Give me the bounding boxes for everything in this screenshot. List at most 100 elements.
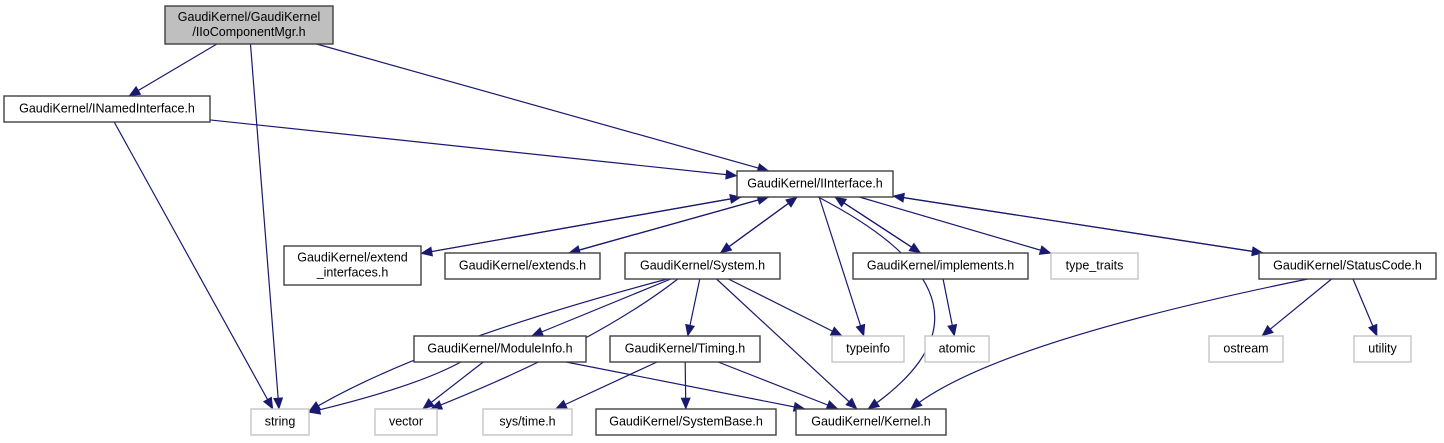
node-label: ostream [1223, 341, 1268, 355]
node-box[interactable] [831, 335, 905, 363]
edge-arrowhead [273, 397, 284, 410]
node-box[interactable] [374, 408, 438, 436]
edge-line [834, 196, 921, 254]
node-atomic[interactable]: atomic [924, 335, 990, 363]
node-box[interactable] [164, 5, 334, 45]
node-utility[interactable]: utility [1353, 335, 1412, 363]
edge-arrowhead [855, 323, 866, 337]
node-inamed[interactable]: GaudiKernel/INamedInterface.h [3, 95, 211, 123]
edge-timing-to-systembase [680, 361, 691, 410]
node-box[interactable] [1050, 252, 1139, 280]
edge-line [719, 196, 798, 254]
node-system[interactable]: GaudiKernel/System.h [624, 252, 781, 280]
edge-layer [113, 43, 1378, 415]
node-box[interactable] [3, 95, 211, 123]
node-box[interactable] [482, 408, 573, 436]
edge-line [818, 196, 865, 337]
edge-arrowhead [725, 169, 738, 180]
node-kernel[interactable]: GaudiKernel/Kernel.h [795, 408, 947, 436]
node-box[interactable] [1353, 335, 1412, 363]
edge-arrowhead [867, 398, 881, 410]
edge-line [817, 196, 936, 410]
node-implements[interactable]: GaudiKernel/implements.h [852, 252, 1029, 280]
node-box[interactable] [413, 335, 587, 363]
edge-line [316, 43, 769, 172]
node-box[interactable] [1258, 252, 1437, 280]
node-box[interactable] [924, 335, 990, 363]
node-box[interactable] [795, 408, 947, 436]
edge-timing-to-systime [554, 361, 658, 410]
edge-line [717, 361, 839, 410]
node-string[interactable]: string [250, 408, 310, 436]
edge-extendif-to-iinterface [420, 193, 742, 255]
node-box[interactable] [444, 252, 601, 280]
node-label: vector [389, 414, 423, 428]
node-box[interactable] [624, 252, 781, 280]
node-box[interactable] [852, 252, 1029, 280]
node-layer: GaudiKernel/GaudiKernel/IIoComponentMgr.… [3, 5, 1437, 436]
edge-line [892, 195, 1264, 254]
edge-arrowhead [685, 323, 696, 337]
edge-arrowhead [680, 397, 691, 410]
node-vector[interactable]: vector [374, 408, 438, 436]
node-systembase[interactable]: GaudiKernel/SystemBase.h [595, 408, 777, 436]
node-label: GaudiKernel/extend [297, 250, 408, 264]
node-typeinfo[interactable]: typeinfo [831, 335, 905, 363]
node-label: _interfaces.h [316, 265, 389, 279]
node-label: atomic [939, 341, 976, 355]
node-extends[interactable]: GaudiKernel/extends.h [444, 252, 601, 280]
edge-arrowhead [1367, 323, 1378, 337]
edge-moduleinfo-to-vector [422, 361, 484, 410]
edge-statuscode-to-kernel [910, 278, 1308, 410]
edge-line [859, 196, 1052, 254]
node-box[interactable] [283, 245, 422, 286]
edge-system-to-typeinfo [728, 278, 843, 337]
edge-line [113, 121, 274, 410]
node-extendif[interactable]: GaudiKernel/extend_interfaces.h [283, 245, 422, 286]
node-type-traits[interactable]: type_traits [1050, 252, 1139, 280]
node-label: string [265, 414, 296, 428]
edge-line [128, 43, 218, 97]
node-statuscode[interactable]: GaudiKernel/StatusCode.h [1258, 252, 1437, 280]
edge-system-to-kernel [716, 278, 858, 410]
edge-iinterface-to-kernel [817, 196, 936, 410]
node-box[interactable] [609, 335, 761, 363]
node-label: GaudiKernel/INamedInterface.h [19, 101, 195, 115]
node-label: GaudiKernel/implements.h [867, 258, 1014, 272]
node-label: type_traits [1066, 258, 1124, 272]
edge-root-to-string [249, 43, 284, 410]
edge-iinterface-to-type-traits [859, 196, 1052, 255]
edge-inamed-to-string [113, 121, 274, 410]
edge-system-to-timing [685, 278, 701, 337]
node-label: GaudiKernel/Timing.h [625, 341, 745, 355]
edge-line [716, 278, 858, 410]
edge-arrowhead [845, 397, 858, 410]
node-box[interactable] [250, 408, 310, 436]
edge-arrowhead [892, 192, 905, 203]
edge-moduleinfo-to-string [308, 361, 462, 415]
node-label: GaudiKernel/StatusCode.h [1273, 258, 1422, 272]
edge-implements-to-iinterface [834, 196, 921, 254]
node-systime[interactable]: sys/time.h [482, 408, 573, 436]
node-ostream[interactable]: ostream [1208, 335, 1284, 363]
edge-arrowhead [1038, 245, 1052, 255]
edge-arrowhead [947, 323, 958, 337]
edge-iinterface-to-typeinfo [818, 196, 866, 337]
node-timing[interactable]: GaudiKernel/Timing.h [609, 335, 761, 363]
edge-line [249, 43, 280, 410]
node-label: typeinfo [846, 341, 890, 355]
node-box[interactable] [1208, 335, 1284, 363]
edge-system-to-moduleinfo [530, 278, 672, 337]
edge-line [910, 278, 1308, 410]
edge-arrowhead [785, 196, 798, 208]
edge-root-to-iinterface [316, 43, 770, 173]
edge-system-to-iinterface [719, 196, 798, 254]
node-box[interactable] [736, 170, 894, 198]
node-box[interactable] [595, 408, 777, 436]
node-iinterface[interactable]: GaudiKernel/IInterface.h [736, 170, 894, 198]
node-moduleinfo[interactable]: GaudiKernel/ModuleInfo.h [413, 335, 587, 363]
node-label: GaudiKernel/IInterface.h [747, 176, 883, 190]
edge-implements-to-atomic [942, 278, 958, 337]
edge-arrowhead [554, 399, 568, 410]
node-root[interactable]: GaudiKernel/GaudiKernel/IIoComponentMgr.… [164, 5, 334, 45]
